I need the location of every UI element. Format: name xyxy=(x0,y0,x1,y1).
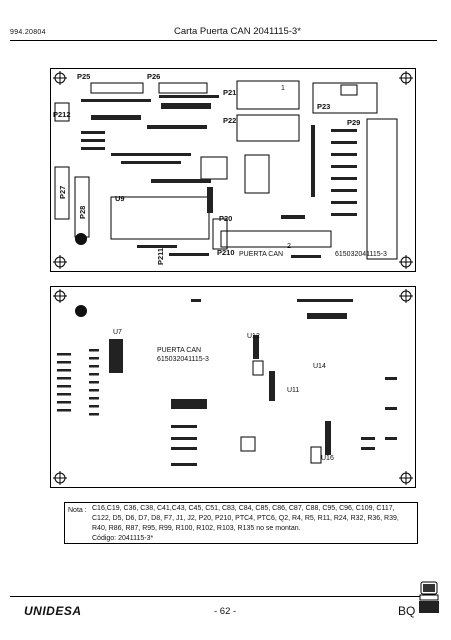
conn-p25: P25 xyxy=(77,72,91,81)
note-box xyxy=(64,502,418,544)
pcb-top-layout: P25 P26 P21 P22 P23 P29 P212 P27 P28 P20… xyxy=(50,68,416,272)
pin-one-marker: 1 xyxy=(281,85,285,92)
conn-p212: P212 xyxy=(53,110,71,119)
slot-machine-icon xyxy=(419,581,439,613)
conn-p211: P211 xyxy=(156,247,165,265)
conn-p26: P26 xyxy=(147,72,161,81)
note-code: Código: 2041115-3* xyxy=(92,535,154,542)
conn-p20: P20 xyxy=(219,214,233,223)
note-body: C16,C19, C36, C38, C41,C43, C45, C51, C8… xyxy=(92,505,399,532)
header-title: Carta Puerta CAN 2041115-3* xyxy=(174,26,301,37)
transistor-dot xyxy=(75,233,87,245)
brand-logo: UNIDESA xyxy=(24,604,82,618)
conn-p27: P27 xyxy=(58,185,67,199)
pcb-bottom-drawing xyxy=(53,289,413,485)
ic-u11: U11 xyxy=(287,387,300,394)
conn-p22: P22 xyxy=(223,116,237,125)
bottom-board-name: PUERTA CAN xyxy=(157,347,202,354)
conn-p23: P23 xyxy=(317,102,331,111)
pcb-bottom-layout: PUERTA CAN 615032041115-3 U7 U12 U11 U14… xyxy=(50,286,416,488)
conn-p29: P29 xyxy=(347,118,361,127)
pin-two-marker: 2 xyxy=(287,243,291,250)
note-text: C16,C19, C36, C38, C41,C43, C45, C51, C8… xyxy=(92,504,414,544)
conn-p28: P28 xyxy=(78,205,87,219)
header-doc-number: 994.20804 xyxy=(10,29,46,36)
conn-p21: P21 xyxy=(223,88,237,97)
footer-rule xyxy=(10,596,437,597)
conn-p210: P210 xyxy=(217,248,235,257)
note-label: Nota : xyxy=(68,507,87,514)
pcb-top-drawing xyxy=(53,71,413,269)
ic-u9: U9 xyxy=(115,194,125,203)
ic-u16: U16 xyxy=(321,455,334,462)
section-code: BQ xyxy=(398,604,416,618)
ic-u14: U14 xyxy=(313,363,326,370)
bottom-board-code: 615032041115-3 xyxy=(157,356,209,363)
ic-u7: U7 xyxy=(113,329,122,336)
top-board-name: PUERTA CAN xyxy=(239,251,284,258)
page-number: - 62 - xyxy=(214,606,237,617)
top-board-code: 615032041115-3 xyxy=(335,251,387,258)
ic-u12: U12 xyxy=(247,333,260,340)
header-rule xyxy=(10,40,437,41)
